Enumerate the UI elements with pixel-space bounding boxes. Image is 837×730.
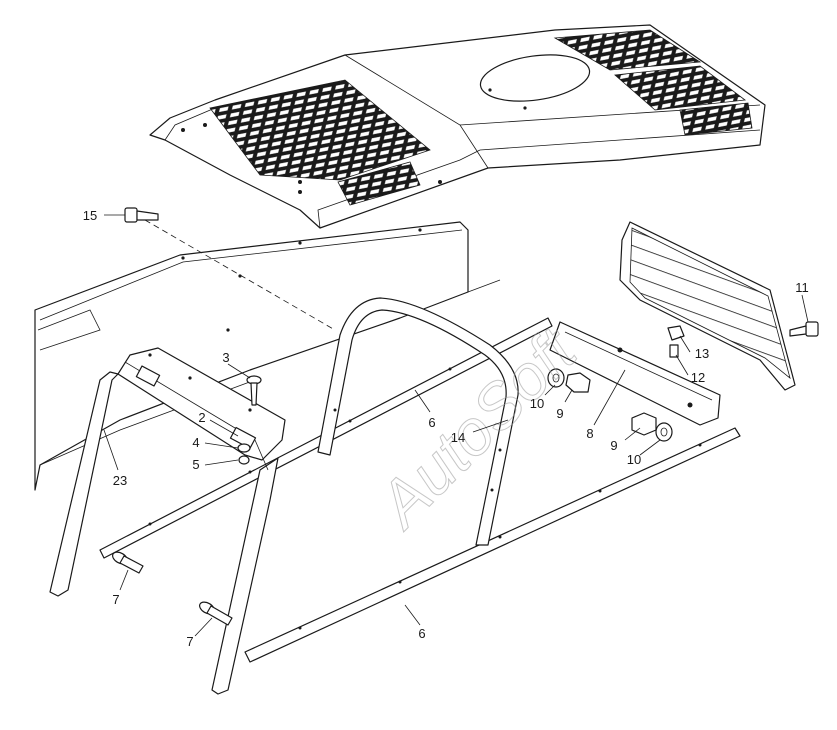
roll-hoop <box>317 297 519 546</box>
roof-grille-small <box>337 161 421 206</box>
front-frame <box>49 347 286 695</box>
callout-7-rear: 7 <box>112 592 119 607</box>
bolt-7-rear <box>112 551 144 574</box>
callout-11: 11 <box>795 280 809 295</box>
alignment-line <box>144 219 336 331</box>
callout-10-upper: 10 <box>530 396 544 411</box>
bolt-3 <box>246 375 262 406</box>
callout-13: 13 <box>695 346 709 361</box>
callout-4: 4 <box>192 435 199 450</box>
nut-5 <box>238 455 250 465</box>
washer-4 <box>237 443 251 453</box>
lower-rail <box>244 427 741 663</box>
callout-6-lower: 6 <box>418 626 425 641</box>
washer-10-upper <box>547 368 565 388</box>
rear-bracket <box>549 321 721 426</box>
callout-9-upper: 9 <box>556 406 563 421</box>
callout-9-lower: 9 <box>610 438 617 453</box>
callout-2: 2 <box>198 410 205 425</box>
callout-10-lower: 10 <box>627 452 641 467</box>
bolt-11 <box>789 321 819 337</box>
roof-panel <box>149 24 766 229</box>
callout-12: 12 <box>691 370 705 385</box>
bolt-9-upper <box>565 372 591 393</box>
washer-10-lower <box>655 422 673 442</box>
callout-5: 5 <box>192 457 199 472</box>
callout-14: 14 <box>451 430 465 445</box>
roof-grille-right-mid <box>614 65 747 111</box>
callout-15: 15 <box>83 208 97 223</box>
callout-7-front: 7 <box>186 634 193 649</box>
roof-grille-left <box>209 79 431 181</box>
bolt-15 <box>124 207 159 223</box>
roof-grille-right-low <box>679 102 753 136</box>
callout-3: 3 <box>222 350 229 365</box>
louvre-grille <box>619 221 796 391</box>
bolt-12 <box>669 344 679 358</box>
callout-labels: 15 3 2 4 5 23 6 14 10 9 8 9 10 12 13 11 … <box>83 208 809 649</box>
callout-8: 8 <box>586 426 593 441</box>
bolt-7-front <box>199 601 233 626</box>
callout-6-upper: 6 <box>428 415 435 430</box>
leader-lines <box>103 214 809 637</box>
callout-23: 23 <box>113 473 127 488</box>
roof-grille-right-top <box>553 29 702 71</box>
